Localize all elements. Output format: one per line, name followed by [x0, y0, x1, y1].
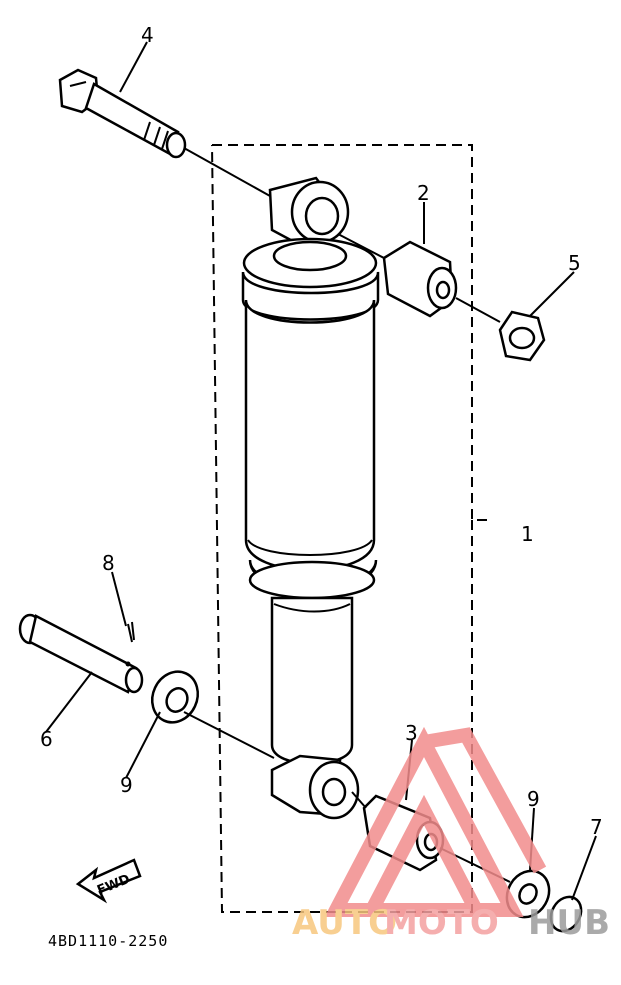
top-axis-line: [183, 147, 501, 323]
diagram-code: 4BD1110-2250: [48, 932, 168, 950]
callout-8: 8: [102, 551, 115, 575]
forward-direction-indicator: FWD: [75, 858, 142, 904]
bushing-part-2: [382, 240, 458, 318]
nut-part-5: [498, 310, 546, 362]
callout-7: 7: [590, 815, 603, 839]
callout-2: 2: [417, 181, 430, 205]
watermark-auto: AUTO: [292, 903, 397, 943]
callout-6: 6: [40, 727, 53, 751]
washer-part-7: [549, 895, 583, 933]
callout-9-right: 9: [527, 787, 540, 811]
watermark-hub: HUB: [528, 903, 610, 943]
shock-absorber-part-1: [241, 176, 380, 820]
leader-lines: [45, 41, 597, 901]
bolt-part-4: [58, 68, 187, 159]
watermark-moto: MOTO: [384, 903, 499, 943]
callout-4: 4: [141, 23, 154, 47]
callout-3: 3: [405, 721, 418, 745]
callout-5: 5: [568, 251, 581, 275]
cotter-pin-part-8: [127, 621, 135, 643]
washer-part-9-left: [150, 670, 200, 724]
callout-9-left: 9: [120, 773, 133, 797]
callout-1: 1: [521, 522, 534, 546]
pin-part-6: [18, 613, 144, 694]
watermark-triangle-logo: [324, 726, 547, 917]
automotohub-watermark: AUTO MOTO HUB: [292, 726, 610, 943]
